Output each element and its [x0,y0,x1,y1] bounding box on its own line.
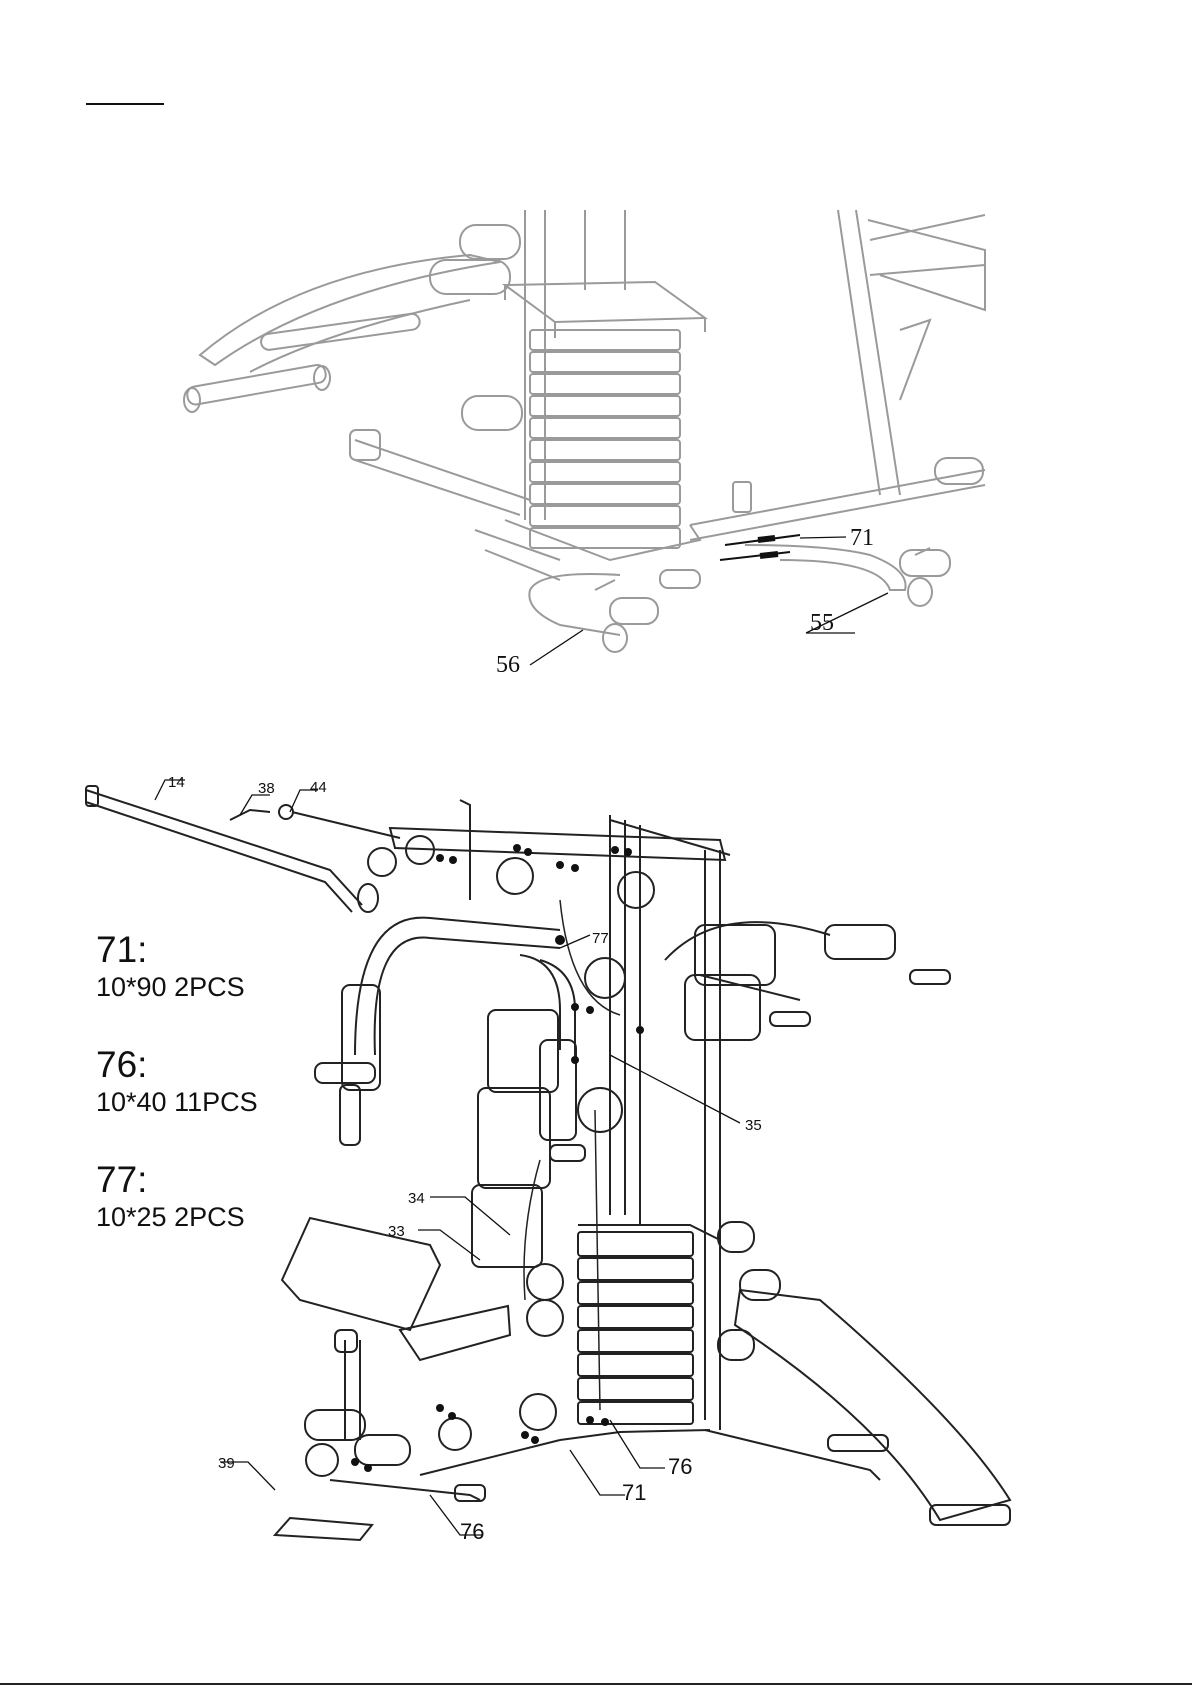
weight-stack [530,330,680,548]
callout-76-right: 76 [668,1454,692,1479]
callout-35: 35 [745,1117,762,1134]
callout-71-bottom: 71 [622,1480,646,1505]
callout-71-top: 71 [850,525,874,551]
legend-spec: 10*40 11PCS [96,1085,258,1119]
legend-id: 76: [96,1045,258,1085]
callout-55: 55 [810,610,834,636]
callout-77: 77 [592,930,609,947]
legend-item-77: 77: 10*25 2PCS [96,1160,245,1234]
legend-id: 77: [96,1160,245,1200]
callout-56: 56 [496,652,520,678]
top-machine-drawing [184,210,985,652]
legend-item-71: 71: 10*90 2PCS [96,930,245,1004]
legend-id: 71: [96,930,245,970]
weight-stack-bottom [578,1232,693,1424]
legend-item-76: 76: 10*40 11PCS [96,1045,258,1119]
callout-33: 33 [388,1223,405,1240]
callout-38: 38 [258,780,275,797]
top-callout-leaders [530,537,888,665]
callout-76-left: 76 [460,1519,484,1544]
legend-spec: 10*25 2PCS [96,1200,245,1234]
callout-44: 44 [310,779,327,796]
callout-39: 39 [218,1455,235,1472]
top-bolt-drawing [720,535,800,560]
bottom-callout-leaders [155,780,740,1535]
legend-spec: 10*90 2PCS [96,970,245,1004]
callout-14: 14 [168,774,185,791]
callout-34: 34 [408,1190,425,1207]
